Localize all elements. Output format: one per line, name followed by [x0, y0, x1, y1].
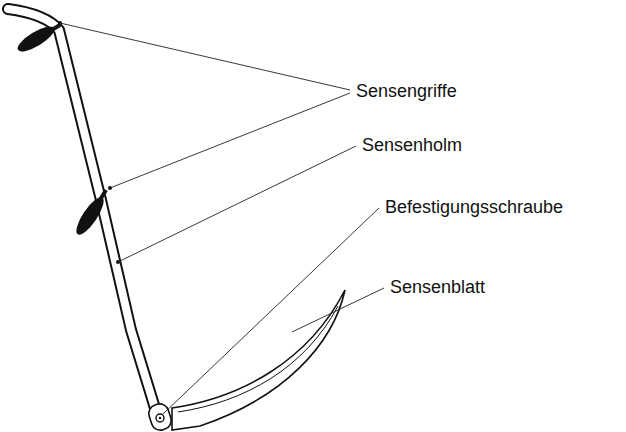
part-label: Sensenholm: [362, 134, 462, 156]
leader-line: [118, 146, 356, 262]
leader-line: [60, 23, 350, 90]
part-label: Sensenblatt: [390, 276, 485, 298]
snath-outline: [8, 9, 158, 418]
screw-center: [159, 417, 161, 419]
leader-line: [110, 93, 350, 188]
snath-fill: [8, 9, 158, 418]
scythe-blade: [172, 290, 345, 430]
leader-line: [292, 288, 384, 332]
fitting-plate: [146, 402, 173, 432]
upper-grip: [14, 22, 57, 56]
fastening-screw: [156, 414, 164, 422]
part-label: Befestigungsschraube: [385, 196, 563, 218]
part-label: Sensengriffe: [356, 80, 457, 102]
upper-grip-neck: [50, 25, 60, 31]
leader-line: [163, 208, 379, 414]
lower-grip: [72, 194, 108, 238]
lower-grip-neck: [100, 190, 106, 200]
